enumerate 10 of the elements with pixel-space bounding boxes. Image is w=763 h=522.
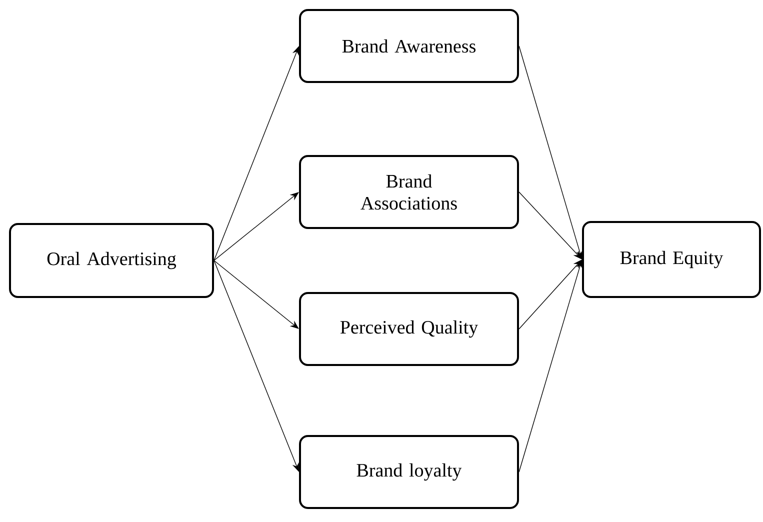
arrow <box>518 260 582 330</box>
process-box: Brand Awareness <box>299 9 519 83</box>
process-box: Oral Advertising <box>9 223 214 298</box>
process-box: Brand Equity <box>582 221 761 298</box>
arrow <box>214 192 299 261</box>
arrow <box>214 260 299 329</box>
process-box: Brand Associations <box>299 155 519 229</box>
process-box: Brand loyalty <box>299 435 519 509</box>
arrow <box>518 192 582 260</box>
process-box: Perceived Quality <box>299 292 519 366</box>
